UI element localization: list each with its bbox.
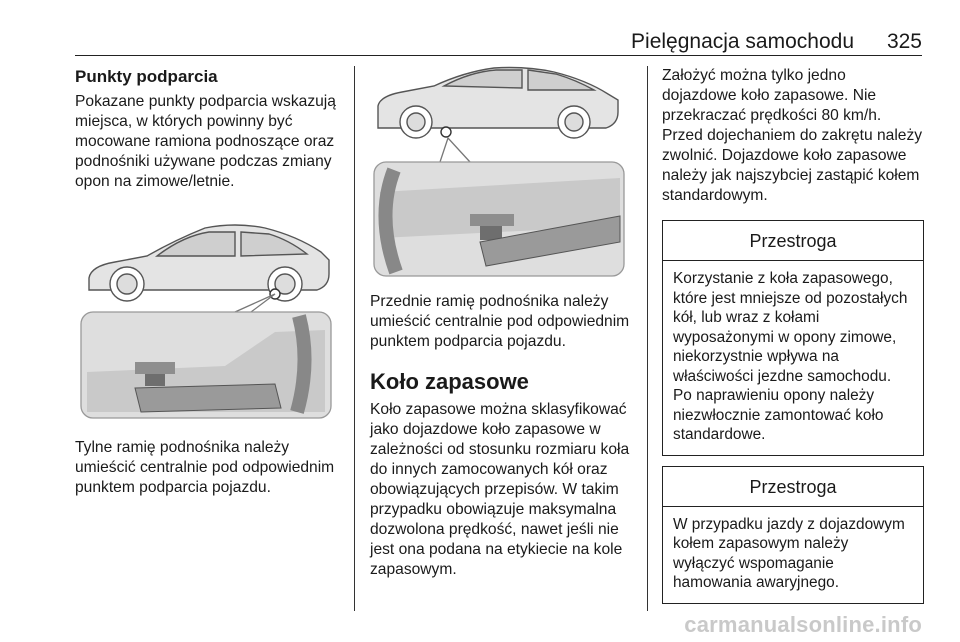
column-1: Punkty podparcia Pokazane punkty podparc… bbox=[75, 66, 347, 498]
spare-wheel-body: Koło zapasowe można sklasyfikować jako d… bbox=[370, 401, 630, 578]
front-jack-caption: Przednie ramię podnośnika należy umieści… bbox=[370, 293, 630, 350]
header-rule bbox=[75, 55, 922, 56]
spare-wheel-intro: Założyć można tylko jedno dojazdowe koło… bbox=[662, 67, 923, 204]
column-divider-2 bbox=[647, 66, 648, 611]
caution-box-2: Przestroga W przypadku jazdy z dojazdowy… bbox=[662, 465, 924, 604]
watermark: carmanualsonline.info bbox=[684, 612, 922, 637]
caution-box-2-title: Przestroga bbox=[663, 467, 923, 507]
car-side-icon bbox=[88, 224, 330, 302]
page-header-title: Pielęgnacja samochodu bbox=[631, 30, 854, 53]
caution-box-1-text: Korzystanie z koła zapasowego, które jes… bbox=[673, 270, 908, 443]
column-3: Założyć można tylko jedno dojazdowe koło… bbox=[662, 66, 924, 604]
front-lifting-point-illustration bbox=[373, 66, 625, 277]
caution-box-1: Przestroga Korzystanie z koła zapasowego… bbox=[662, 220, 924, 456]
section-heading-lifting-points: Punkty podparcia bbox=[75, 67, 218, 86]
section-heading-spare-wheel: Koło zapasowe bbox=[370, 369, 529, 394]
car-side-icon bbox=[377, 66, 619, 139]
rear-lifting-point-illustration bbox=[80, 224, 332, 419]
lifting-points-intro: Pokazane punkty podparcia wskazują miejs… bbox=[75, 93, 336, 190]
caution-box-2-text: W przypadku jazdy z dojazdowym kołem zap… bbox=[673, 515, 905, 592]
caution-box-1-title: Przestroga bbox=[663, 221, 923, 261]
column-2: Przednie ramię podnośnika należy umieści… bbox=[370, 66, 636, 580]
page-number: 325 bbox=[886, 30, 922, 53]
column-divider-1 bbox=[354, 66, 355, 611]
rear-jack-caption: Tylne ramię podnośnika należy umieścić c… bbox=[75, 439, 335, 496]
